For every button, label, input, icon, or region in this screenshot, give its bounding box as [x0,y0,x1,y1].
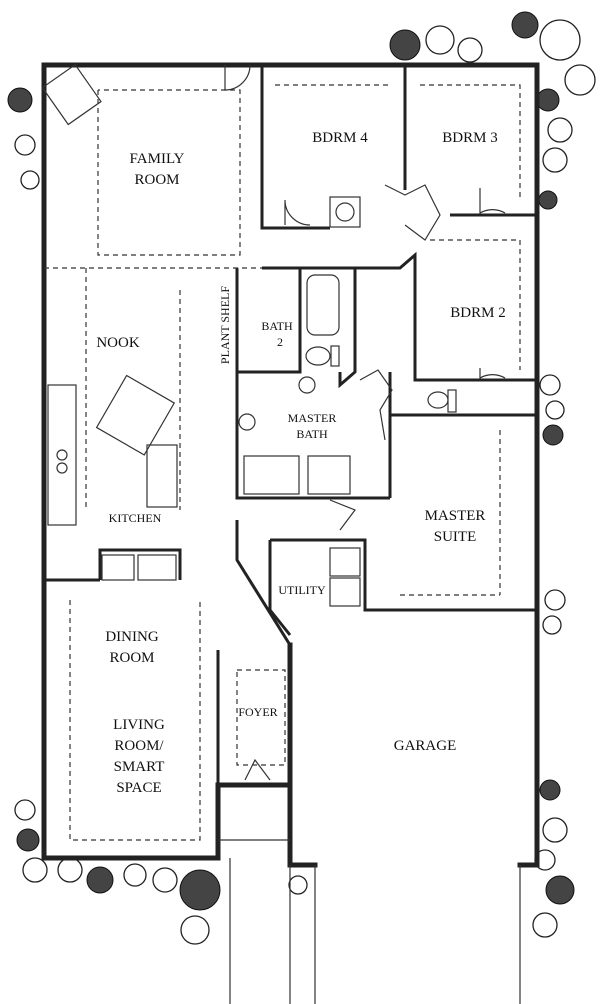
fixtures [41,63,457,607]
label-utility: UTILITY [278,583,326,597]
plant-icon [539,374,561,396]
plant-icon [179,869,221,911]
plant-icon [22,857,48,883]
plant-icon [542,424,564,446]
label-master-suite-2: SUITE [434,529,477,545]
label-garage: GARAGE [394,738,457,754]
plant-icon [545,400,565,420]
label-master-suite: MASTER [425,508,486,524]
plant-icon [152,867,178,893]
label-dining-room: DINING [105,629,158,645]
plant-icon [57,857,83,883]
label-living-room: LIVING [113,717,165,733]
plant-icon [457,37,483,63]
label-master-bath-2: BATH [296,427,328,441]
landscape-plants [7,11,596,945]
label-bdrm3: BDRM 3 [442,130,497,146]
plant-icon [16,828,40,852]
plant-icon [389,29,421,61]
label-kitchen: KITCHEN [109,511,162,525]
plant-icon [545,875,575,905]
label-plant-shelf: PLANT SHELF [218,286,232,364]
label-bath2-num: 2 [277,335,283,349]
plant-icon [425,25,455,55]
plant-icon [547,117,573,143]
door-swings [224,64,506,781]
exterior-walls [41,62,540,1004]
label-living-room-4: SPACE [116,780,161,796]
label-bdrm2: BDRM 2 [450,305,505,321]
plant-icon [14,134,36,156]
plant-icon [542,147,568,173]
plant-icon [539,779,561,801]
label-foyer: FOYER [238,705,277,719]
plant-icon [532,912,558,938]
label-bath2: BATH [261,319,293,333]
plant-icon [544,589,566,611]
plant-icon [288,875,308,895]
plant-icon [20,170,40,190]
room-labels: FAMILY ROOM BDRM 4 BDRM 3 BDRM 2 PLANT S… [96,130,505,796]
plant-icon [564,64,596,96]
plant-icon [7,87,33,113]
label-family-room: FAMILY [130,151,185,167]
label-nook: NOOK [96,335,139,351]
plant-icon [539,19,581,61]
plant-icon [542,817,568,843]
plant-icon [123,863,147,887]
plant-icon [86,866,114,894]
plant-icon [180,915,210,945]
plant-icon [538,190,558,210]
plant-icon [511,11,539,39]
plant-icon [14,799,36,821]
label-master-bath: MASTER [288,411,337,425]
label-family-room-2: ROOM [134,172,179,188]
label-living-room-2: ROOM/ [114,738,164,754]
plant-icon [542,615,562,635]
label-dining-room-2: ROOM [109,650,154,666]
label-living-room-3: SMART [114,759,165,775]
ceiling-lines [44,84,521,841]
label-bdrm4: BDRM 4 [312,130,368,146]
plant-icon [536,88,560,112]
